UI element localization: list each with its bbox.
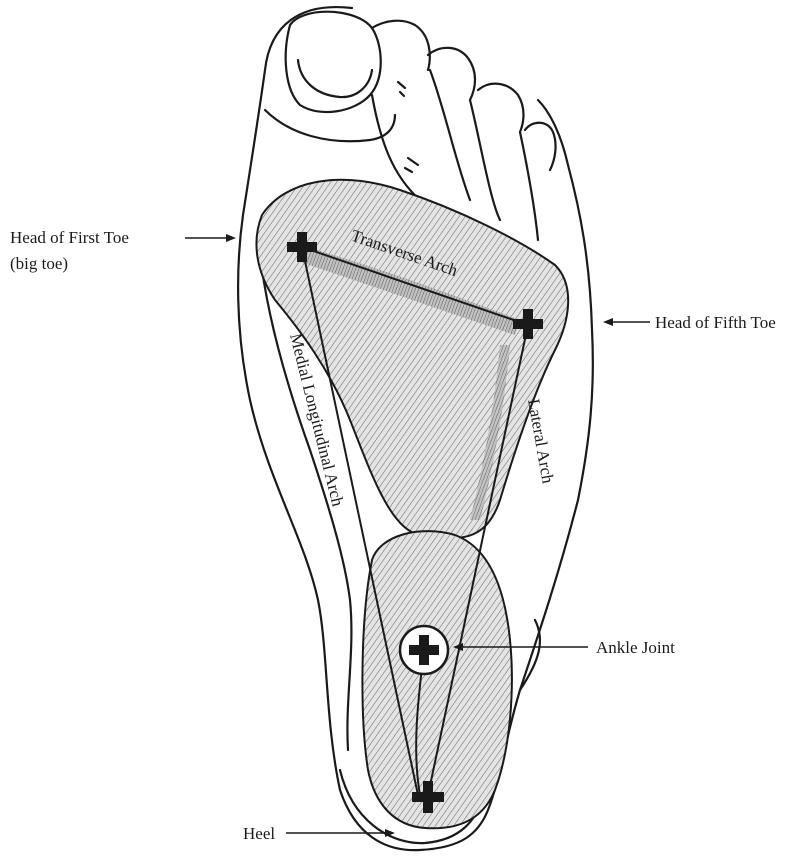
- head-of-first-toe-label: Head of First Toe: [10, 228, 129, 247]
- lateral-arch-label: Lateral Arch: [524, 397, 558, 485]
- big-toe-label: (big toe): [10, 254, 68, 273]
- ankle-joint-marker: [400, 626, 448, 674]
- ankle-joint-label: Ankle Joint: [596, 638, 675, 657]
- arrow-icon: [185, 234, 236, 242]
- head-of-fifth-toe-label: Head of Fifth Toe: [655, 313, 776, 332]
- arrow-icon: [603, 318, 650, 326]
- heel-pad: [362, 531, 511, 828]
- heel-label: Heel: [243, 824, 275, 843]
